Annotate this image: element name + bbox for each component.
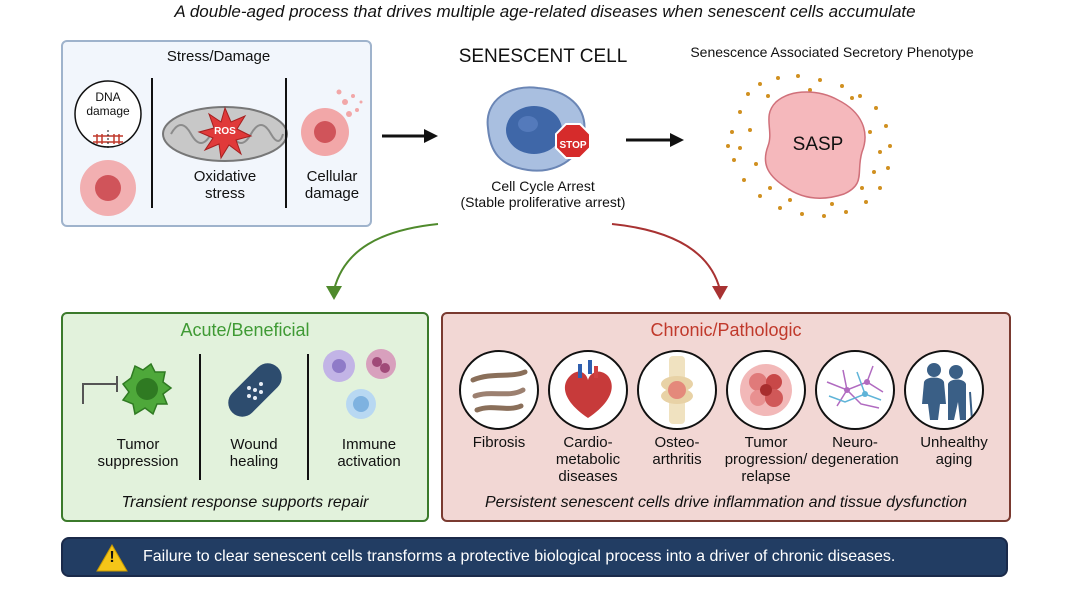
stress-heading: Stress/Damage (166, 48, 271, 65)
mitochondria-icon (162, 106, 288, 162)
chronic-item-line2: progression/ (724, 451, 808, 468)
ros-label: ROS (214, 126, 236, 137)
stop-label: STOP (559, 140, 587, 151)
sasp-heading: Senescence Associated Secretory Phenotyp… (690, 44, 974, 60)
bandage-icon (228, 363, 282, 417)
arrest-line2: (Stable proliferative arrest) (460, 194, 626, 210)
chronic-pathologic-panel: Chronic/Pathologic (441, 312, 1011, 522)
senescent-cell-heading: SENESCENT CELL (458, 46, 628, 67)
acute-item-line2: suppression (97, 453, 179, 470)
arrest-line1: Cell Cycle Arrest (491, 178, 595, 194)
chronic-item-line1: Neuro- (832, 434, 878, 451)
chronic-item-line1: Unhealthy (920, 434, 988, 451)
arrow-right-icon (382, 129, 438, 143)
chronic-item-line2: aging (935, 451, 973, 468)
acute-heading: Acute/Beneficial (180, 320, 310, 340)
banner-text: Failure to clear senescent cells transfo… (143, 548, 896, 565)
chronic-item-line2: metabolic (555, 451, 621, 468)
dna-label-line1: DNA (95, 90, 121, 104)
chronic-item-line3: diseases (558, 468, 618, 485)
sasp-cell-icon (726, 74, 892, 218)
damaged-cell-icon (301, 89, 363, 156)
divider (151, 78, 153, 208)
sasp-label: SASP (792, 134, 844, 155)
dna-label-line2: damage (86, 104, 130, 118)
warning-banner: ! Failure to clear senescent cells trans… (61, 537, 1008, 577)
acute-item-line1: Wound (230, 436, 278, 453)
senescent-cell-icon (486, 86, 591, 172)
arrow-down-icon (712, 286, 728, 300)
joint-icon (637, 350, 717, 430)
acute-beneficial-panel: Acute/Beneficial Tumor suppression Wound… (61, 312, 429, 522)
divider (307, 354, 309, 480)
cellular-line2: damage (304, 185, 360, 202)
fibrosis-icon (459, 350, 539, 430)
neuron-icon (815, 350, 895, 430)
tumor-progression-icon (726, 350, 806, 430)
chronic-item-line1: Cardio- (563, 434, 613, 451)
dna-damage-icon (74, 80, 142, 216)
acute-item-line2: healing (229, 453, 279, 470)
acute-item-line2: activation (337, 453, 401, 470)
chronic-item-line1: Fibrosis (472, 434, 526, 451)
divider (285, 78, 287, 208)
oxidative-line1: Oxidative (193, 168, 257, 185)
chronic-heading: Chronic/Pathologic (650, 320, 802, 340)
arrow-right-icon (626, 133, 684, 147)
chronic-item-line2: arthritis (652, 451, 702, 468)
cellular-line1: Cellular (306, 168, 358, 185)
chronic-item-line1: Osteo- (654, 434, 700, 451)
stress-damage-panel: Stress/Damage DNA damage ROS Oxidative s… (61, 40, 372, 227)
warning-icon (96, 543, 128, 572)
chronic-item-line1: Tumor (744, 434, 788, 451)
chronic-item-line2: degeneration (811, 451, 899, 468)
acute-footer: Transient response supports repair (121, 494, 369, 511)
arrow-down-icon (326, 286, 342, 300)
warning-mark: ! (109, 549, 115, 566)
acute-item-line1: Immune (341, 436, 397, 453)
acute-item-line1: Tumor (116, 436, 160, 453)
divider (199, 354, 201, 480)
diagram-title: A double-aged process that drives multip… (174, 2, 916, 21)
chronic-footer: Persistent senescent cells drive inflamm… (484, 494, 967, 511)
oxidative-line2: stress (204, 185, 245, 202)
chronic-item-line3: relapse (741, 468, 791, 485)
immune-cells-icon (323, 349, 396, 419)
elderly-people-icon (904, 350, 984, 430)
branch-arrows (326, 223, 728, 300)
tumor-suppression-icon (82, 362, 173, 416)
heart-icon (548, 350, 628, 430)
